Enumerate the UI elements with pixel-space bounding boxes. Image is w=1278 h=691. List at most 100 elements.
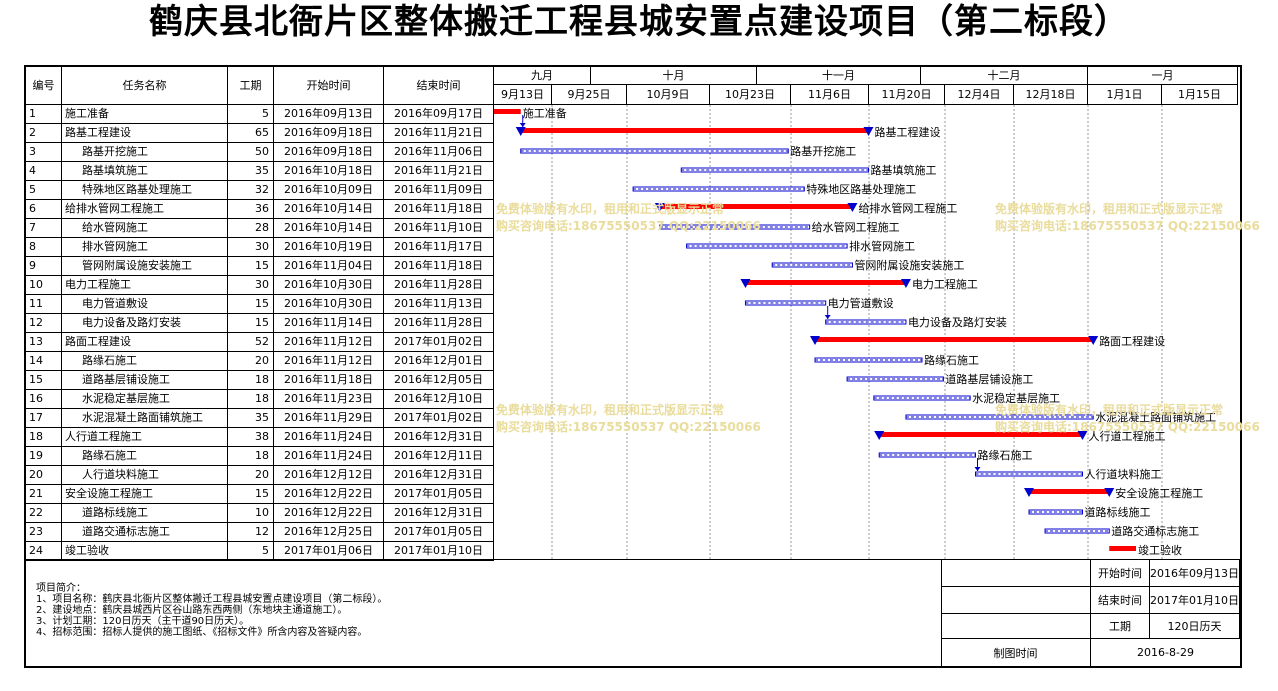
- task-duration-cell: 5: [228, 542, 274, 561]
- task-no-cell: 5: [26, 181, 62, 200]
- task-end-cell: 2016年12月11日: [384, 447, 494, 466]
- task-no-cell: 13: [26, 333, 62, 352]
- bar-label: 给水管网工程施工: [811, 221, 900, 234]
- task-start-cell: 2016年10月14日: [274, 219, 384, 238]
- task-no-cell: 10: [26, 276, 62, 295]
- bar-label: 特殊地区路基处理施工: [806, 183, 917, 196]
- task-end-cell: 2016年12月31日: [384, 428, 494, 447]
- task-duration-cell: 18: [228, 371, 274, 390]
- timeline-week: 10月23日: [710, 85, 791, 105]
- bar-label: 路缘石施工: [924, 354, 979, 367]
- task-duration-cell: 28: [228, 219, 274, 238]
- bar-label: 道路基层铺设施工: [945, 373, 1034, 386]
- header-no: 编号: [26, 67, 62, 105]
- task-end-cell: 2016年11月28日: [384, 314, 494, 333]
- task-end-cell: 2016年11月10日: [384, 219, 494, 238]
- task-name-cell: 路基工程建设: [62, 124, 228, 143]
- task-no-cell: 23: [26, 523, 62, 542]
- task-start-cell: 2016年11月14日: [274, 314, 384, 333]
- task-start-cell: 2016年11月12日: [274, 352, 384, 371]
- summary-bar-endcap: [515, 127, 526, 136]
- task-no-cell: 19: [26, 447, 62, 466]
- bar-label: 人行道工程施工: [1088, 430, 1166, 443]
- drawn-label: 制图时间: [941, 639, 1091, 666]
- intro-line: 1、项目名称：鹤庆县北衙片区整体搬迁工程县城安置点建设项目（第二标段）。: [36, 594, 388, 605]
- task-start-cell: 2017年01月06日: [274, 542, 384, 561]
- bar-label: 给排水管网工程施工: [858, 202, 958, 215]
- task-end-cell: 2016年11月28日: [384, 276, 494, 295]
- summary-bar-endcap: [1077, 431, 1088, 440]
- task-duration-cell: 10: [228, 504, 274, 523]
- summary-bar: [1029, 489, 1110, 494]
- task-duration-cell: 20: [228, 352, 274, 371]
- task-duration-cell: 20: [228, 466, 274, 485]
- watermark-line1: 免费体验版有水印，租用和正式版显示正常: [995, 403, 1224, 417]
- bar-label: 水泥稳定基层施工: [972, 392, 1061, 405]
- start-label: 开始时间: [1091, 560, 1150, 587]
- task-start-cell: 2016年09月13日: [274, 105, 384, 124]
- task-duration-cell: 65: [228, 124, 274, 143]
- end-value: 2017年01月10日: [1150, 587, 1240, 614]
- duration-label: 工期: [1091, 614, 1150, 639]
- task-end-cell: 2017年01月02日: [384, 333, 494, 352]
- task-start-cell: 2016年12月12日: [274, 466, 384, 485]
- timeline-week: 1月15日: [1162, 85, 1238, 105]
- task-end-cell: 2016年11月06日: [384, 143, 494, 162]
- task-start-cell: 2016年11月24日: [274, 428, 384, 447]
- task-start-cell: 2016年11月04日: [274, 257, 384, 276]
- summary-bar-endcap: [863, 127, 874, 136]
- task-name-cell: 路缘石施工: [62, 352, 228, 371]
- bar-label: 电力设备及路灯安装: [907, 316, 1007, 329]
- intro-heading: 项目简介：: [36, 583, 86, 594]
- task-duration-cell: 52: [228, 333, 274, 352]
- task-duration-cell: 18: [228, 447, 274, 466]
- watermark-line2: 购买咨询电话:18675550537 QQ:22150066: [496, 420, 761, 434]
- timeline-month: 一月: [1088, 67, 1238, 85]
- bar-label: 路缘石施工: [977, 449, 1033, 462]
- task-no-cell: 24: [26, 542, 62, 561]
- task-no-cell: 3: [26, 143, 62, 162]
- task-start-cell: 2016年11月23日: [274, 390, 384, 409]
- watermark-line2: 购买咨询电话:18675550537 QQ:22150066: [995, 420, 1260, 434]
- task-start-cell: 2016年10月18日: [274, 162, 384, 181]
- dependency-arrowhead: [974, 467, 981, 471]
- task-no-cell: 11: [26, 295, 62, 314]
- bar-label: 水泥混凝土路面铺筑施工: [1095, 411, 1217, 424]
- task-end-cell: 2016年11月18日: [384, 257, 494, 276]
- watermark-line2: 购买咨询电话:18675550537 QQ:22150066: [496, 219, 761, 233]
- task-end-cell: 2016年12月31日: [384, 466, 494, 485]
- task-name-cell: 路缘石施工: [62, 447, 228, 466]
- task-start-cell: 2016年09月18日: [274, 124, 384, 143]
- task-no-cell: 2: [26, 124, 62, 143]
- task-end-cell: 2017年01月05日: [384, 523, 494, 542]
- task-no-cell: 22: [26, 504, 62, 523]
- summary-bar-endcap: [847, 203, 858, 212]
- task-start-cell: 2016年11月24日: [274, 447, 384, 466]
- watermark-line1: 免费体验版有水印，租用和正式版显示正常: [995, 202, 1224, 216]
- summary-bar: [745, 280, 906, 285]
- timeline-week: 11月20日: [869, 85, 945, 105]
- summary-bar: [815, 337, 1094, 342]
- timeline-week: 11月6日: [791, 85, 869, 105]
- intro-lines: 1、项目名称：鹤庆县北衙片区整体搬迁工程县城安置点建设项目（第二标段）。2、建设…: [36, 594, 387, 638]
- task-no-cell: 16: [26, 390, 62, 409]
- task-no-cell: 17: [26, 409, 62, 428]
- watermark-line2: 购买咨询电话:18675550537 QQ:22150066: [995, 219, 1260, 233]
- info-blank-1: [941, 560, 1091, 587]
- task-duration-cell: 18: [228, 390, 274, 409]
- task-name-cell: 水泥混凝土路面铺筑施工: [62, 409, 228, 428]
- task-name-cell: 管网附属设施安装施工: [62, 257, 228, 276]
- task-no-cell: 20: [26, 466, 62, 485]
- header-name: 任务名称: [62, 67, 228, 105]
- bar-label: 排水管网施工: [849, 240, 916, 253]
- project-intro: 项目简介： 1、项目名称：鹤庆县北衙片区整体搬迁工程县城安置点建设项目（第二标段…: [36, 583, 387, 638]
- task-name-cell: 特殊地区路基处理施工: [62, 181, 228, 200]
- task-name-cell: 安全设施工程施工: [62, 485, 228, 504]
- task-name-cell: 道路标线施工: [62, 504, 228, 523]
- header-start: 开始时间: [274, 67, 384, 105]
- task-name-cell: 电力工程施工: [62, 276, 228, 295]
- gantt-frame: [24, 65, 1242, 668]
- bar-label: 路基填筑施工: [870, 164, 937, 177]
- timeline-week: 12月18日: [1014, 85, 1088, 105]
